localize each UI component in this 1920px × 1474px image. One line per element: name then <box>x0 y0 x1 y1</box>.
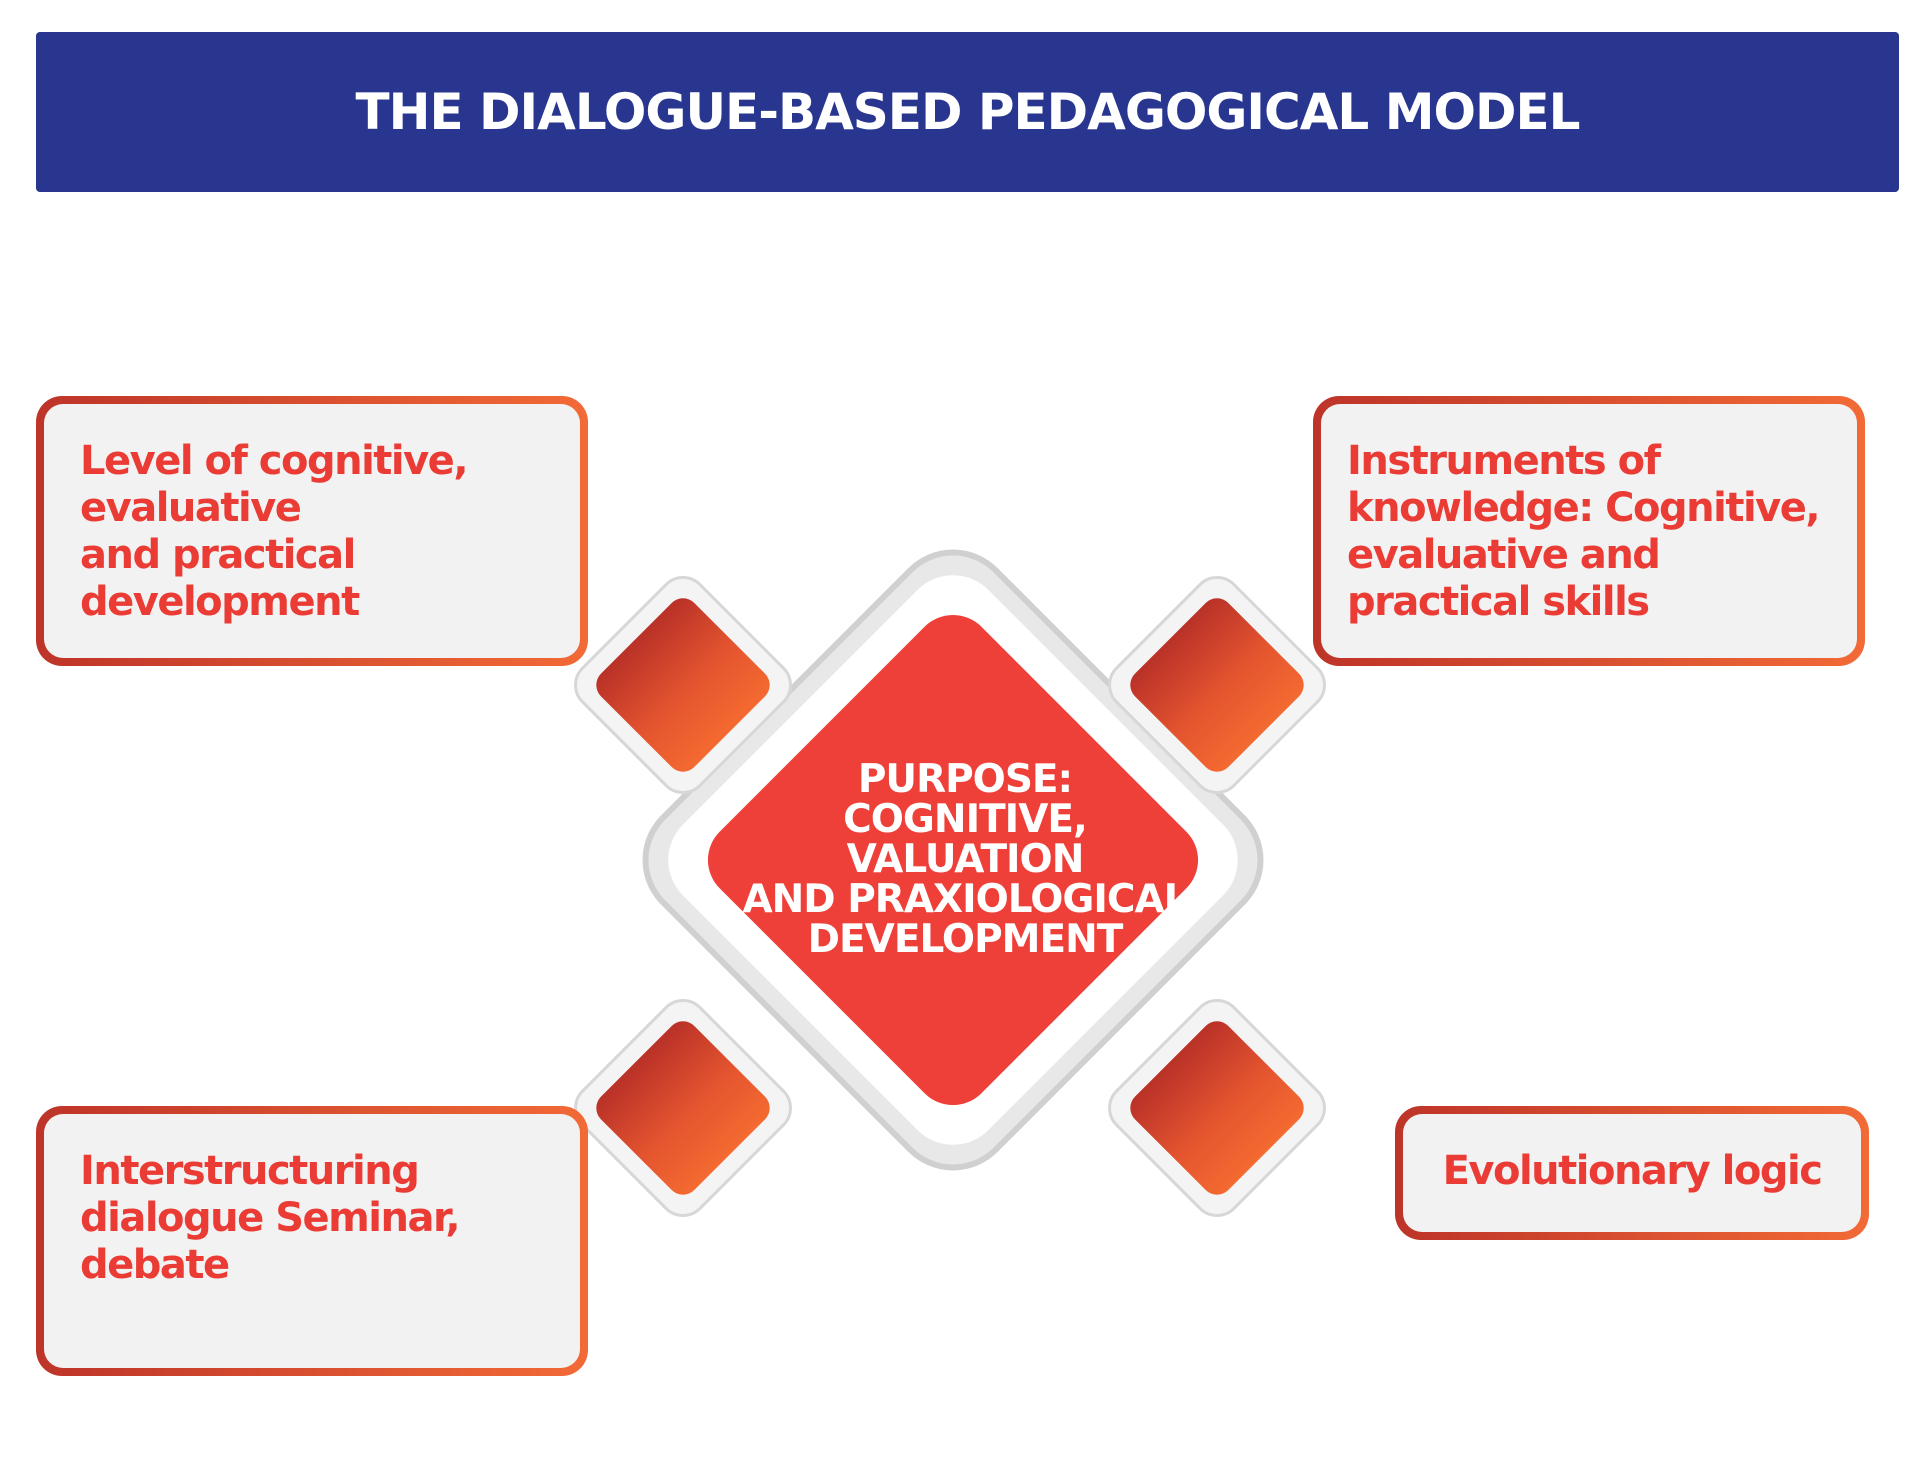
center-diamond-text: PURPOSE: COGNITIVE, VALUATION AND PRAXIO… <box>742 757 1188 962</box>
small-diamond-top-left <box>574 576 792 794</box>
title-banner: THE DIALOGUE-BASED PEDAGOGICAL MODEL <box>36 32 1899 192</box>
box-bottom-right-text: Evolutionary logic <box>1442 1148 1823 1194</box>
box-top-right <box>1313 396 1865 666</box>
box-top-right-text: Instruments of knowledge: Cognitive, eva… <box>1347 438 1821 625</box>
box-bottom-right <box>1395 1106 1869 1240</box>
box-top-left <box>36 396 588 666</box>
page-title: THE DIALOGUE-BASED PEDAGOGICAL MODEL <box>355 83 1581 141</box>
small-diamond-bottom-right <box>1108 999 1326 1217</box>
box-bottom-left-fill <box>44 1114 580 1368</box>
box-top-left-text: Level of cognitive, evaluative and pract… <box>80 438 469 625</box>
center-diamond <box>707 614 1199 1106</box>
box-bottom-right-fill <box>1403 1114 1861 1232</box>
box-bottom-left-text: Interstructuring dialogue Seminar, debat… <box>80 1148 461 1288</box>
small-diamond-top-right <box>1108 576 1326 794</box>
small-diamond-bottom-left <box>574 999 792 1217</box>
box-bottom-left <box>36 1106 588 1376</box>
box-top-left-fill <box>44 404 580 658</box>
box-top-right-fill <box>1321 404 1857 658</box>
